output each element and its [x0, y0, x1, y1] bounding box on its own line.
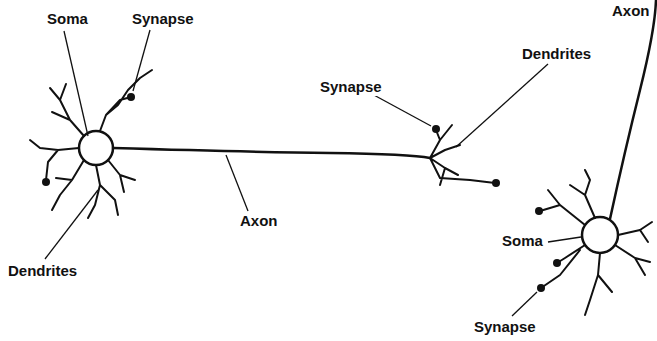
part-label: Dendrites	[520, 45, 593, 63]
part-label: Soma	[45, 10, 90, 28]
part-label: Axon	[238, 212, 280, 230]
leader-lines	[45, 30, 581, 316]
part-label: Synapse	[130, 10, 196, 28]
part-label: Synapse	[318, 78, 384, 96]
part-label: Axon	[610, 2, 652, 20]
part-label: Synapse	[472, 318, 538, 336]
part-label: Dendrites	[6, 262, 79, 280]
part-label: Soma	[500, 232, 545, 250]
